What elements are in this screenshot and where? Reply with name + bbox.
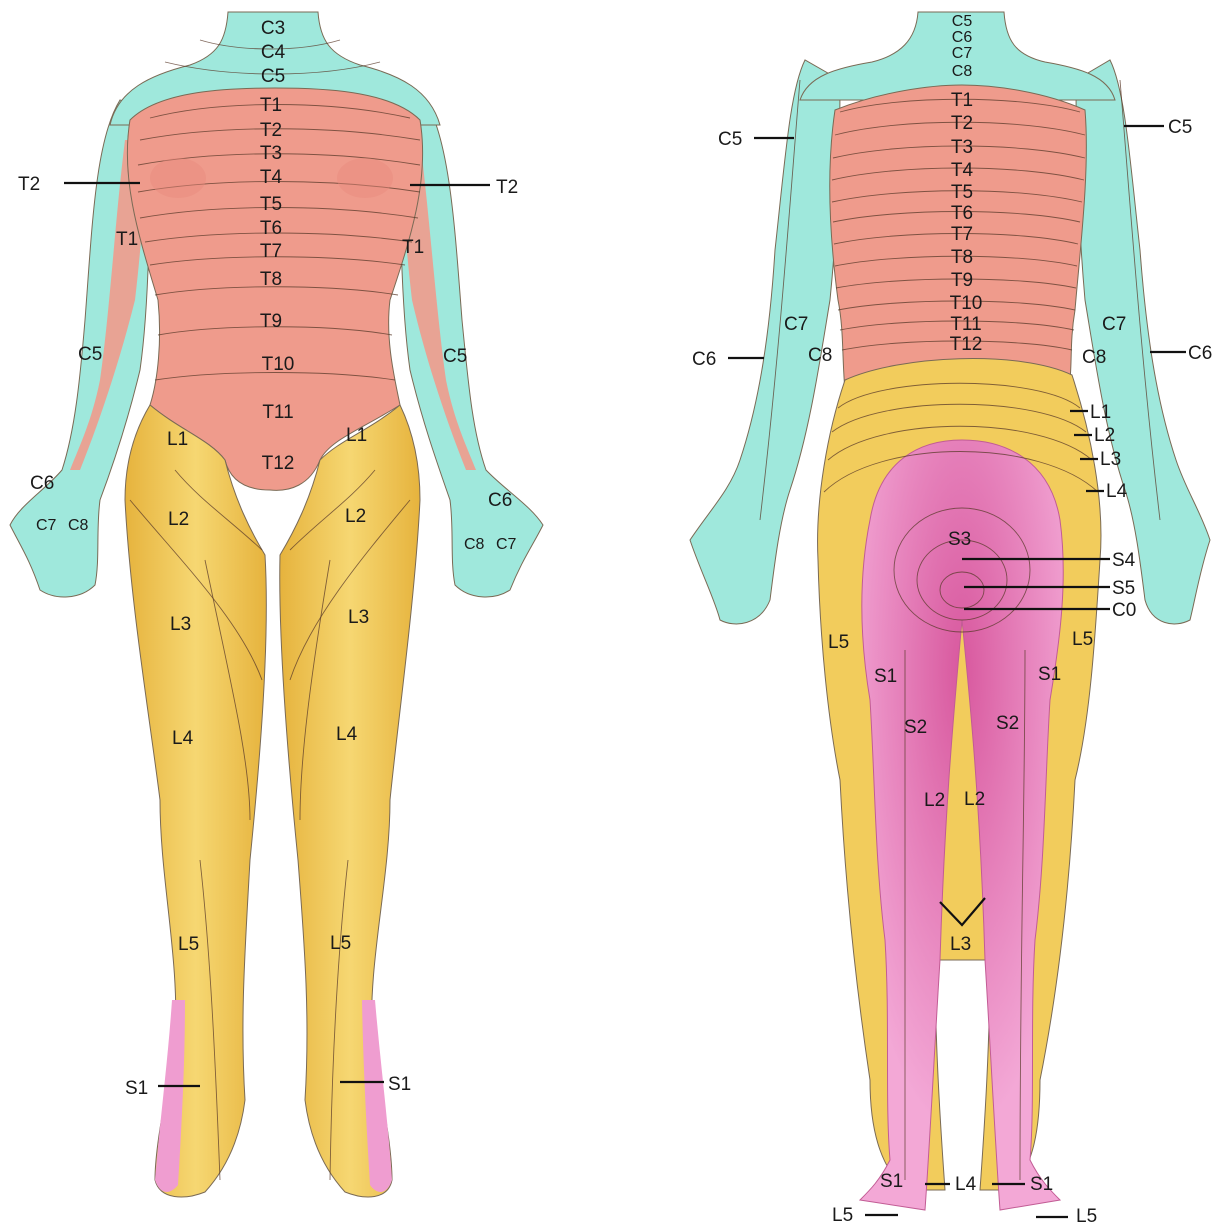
posterior-co-label: C0 [1112, 600, 1136, 621]
posterior-s5-label: S5 [1112, 578, 1135, 599]
posterior-neck-label: C5 [952, 13, 973, 30]
posterior-c5-left-label: C5 [718, 129, 742, 150]
anterior-l2-left-label: L2 [168, 509, 189, 530]
anterior-l1-right-label: L1 [346, 425, 367, 446]
posterior-c6-right-label: C6 [1188, 343, 1212, 364]
posterior-l2-right-label: L2 [964, 789, 985, 810]
posterior-l4-label: L4 [1106, 481, 1128, 502]
posterior-back-label: T11 [950, 314, 981, 335]
posterior-l4-foot-label: L4 [955, 1174, 977, 1195]
anterior-figure [10, 12, 543, 1197]
posterior-back-label: T4 [951, 160, 974, 181]
posterior-neck-label: C6 [952, 29, 973, 46]
anterior-trunk-label: T8 [260, 269, 282, 290]
anterior-neck-label: C3 [261, 18, 285, 39]
posterior-l5-foot-right-label: L5 [1076, 1206, 1097, 1225]
anterior-s1-left-label: S1 [125, 1078, 148, 1099]
anterior-l4-right-label: L4 [336, 724, 358, 745]
anterior-trunk-label: T2 [260, 120, 282, 141]
anterior-trunk-label: T9 [260, 311, 282, 332]
anterior-c7-right-label: C7 [496, 536, 517, 553]
posterior-l2-label: L2 [1094, 425, 1115, 446]
anterior-trunk-label: T5 [260, 194, 282, 215]
posterior-l3-label: L3 [1100, 449, 1121, 470]
posterior-l5-right-label: L5 [1072, 629, 1093, 650]
anterior-l3-left-label: L3 [170, 614, 191, 635]
posterior-neck-label: C8 [952, 63, 973, 80]
posterior-back-label: T2 [951, 113, 973, 134]
anterior-left-breast [150, 158, 206, 198]
posterior-back-label: T1 [951, 90, 973, 111]
anterior-l1-left-label: L1 [167, 429, 188, 450]
posterior-c7-right-label: C7 [1102, 314, 1126, 335]
anterior-trunk-label: T11 [262, 402, 293, 423]
posterior-l3-calf-label: L3 [950, 934, 971, 955]
anterior-t1-right-label: T1 [402, 237, 424, 258]
posterior-s2-right-label: S2 [996, 713, 1019, 734]
posterior-s3-label: S3 [948, 529, 971, 550]
anterior-trunk-label: T1 [260, 95, 282, 116]
posterior-back-label: T5 [951, 182, 973, 203]
posterior-back-label: T12 [950, 334, 983, 355]
posterior-s2-left-label: S2 [904, 717, 927, 738]
anterior-trunk-label: T4 [260, 167, 283, 188]
anterior-c5-right-label: C5 [443, 346, 467, 367]
posterior-l5-foot-left-label: L5 [832, 1205, 853, 1225]
posterior-s1-foot-right-label: S1 [1030, 1174, 1053, 1195]
anterior-neck-label: C4 [261, 42, 286, 63]
posterior-back-label: T10 [950, 293, 983, 314]
anterior-t2-left-label: T2 [18, 174, 40, 195]
anterior-c7-left-label: C7 [36, 517, 57, 534]
posterior-c7-left-label: C7 [784, 314, 808, 335]
posterior-l5-left-label: L5 [828, 632, 849, 653]
posterior-c8-right-label: C8 [1082, 347, 1106, 368]
posterior-c5-right-label: C5 [1168, 117, 1192, 138]
anterior-c5-left-label: C5 [78, 344, 102, 365]
posterior-back-label: T3 [951, 137, 973, 158]
anterior-trunk-label: T7 [260, 241, 282, 262]
anterior-l4-left-label: L4 [172, 728, 194, 749]
anterior-l2-right-label: L2 [345, 506, 366, 527]
posterior-s1-left-label: S1 [874, 666, 897, 687]
posterior-s1-right-label: S1 [1038, 664, 1061, 685]
anterior-trunk-label: T10 [262, 354, 295, 375]
posterior-back-label: T9 [951, 270, 973, 291]
anterior-trunk-label: T6 [260, 218, 282, 239]
anterior-s1-right-label: S1 [388, 1074, 411, 1095]
posterior-neck-label: C7 [952, 45, 973, 62]
anterior-c8-left-label: C8 [68, 517, 89, 534]
anterior-c6-right-label: C6 [488, 490, 512, 511]
posterior-l1-label: L1 [1090, 402, 1111, 423]
posterior-s1-foot-left-label: S1 [880, 1171, 903, 1192]
anterior-t1-left-label: T1 [116, 229, 138, 250]
anterior-trunk-label: T12 [262, 453, 295, 474]
anterior-c8-right-label: C8 [464, 536, 485, 553]
anterior-t2-right-label: T2 [496, 177, 518, 198]
anterior-l5-left-label: L5 [178, 934, 199, 955]
anterior-l3-right-label: L3 [348, 607, 369, 628]
posterior-c8-left-label: C8 [808, 345, 832, 366]
posterior-l2-left-label: L2 [924, 790, 945, 811]
anterior-l5-right-label: L5 [330, 933, 351, 954]
anterior-c6-left-label: C6 [30, 473, 54, 494]
posterior-back-label: T6 [951, 203, 973, 224]
posterior-c6-left-label: C6 [692, 349, 716, 370]
anterior-trunk-label: T3 [260, 143, 282, 164]
posterior-back-label: T8 [951, 247, 973, 268]
anterior-right-breast [337, 158, 393, 198]
anterior-neck-label: C5 [261, 66, 285, 87]
posterior-s4-label: S4 [1112, 550, 1136, 571]
posterior-back-label: T7 [951, 224, 973, 245]
